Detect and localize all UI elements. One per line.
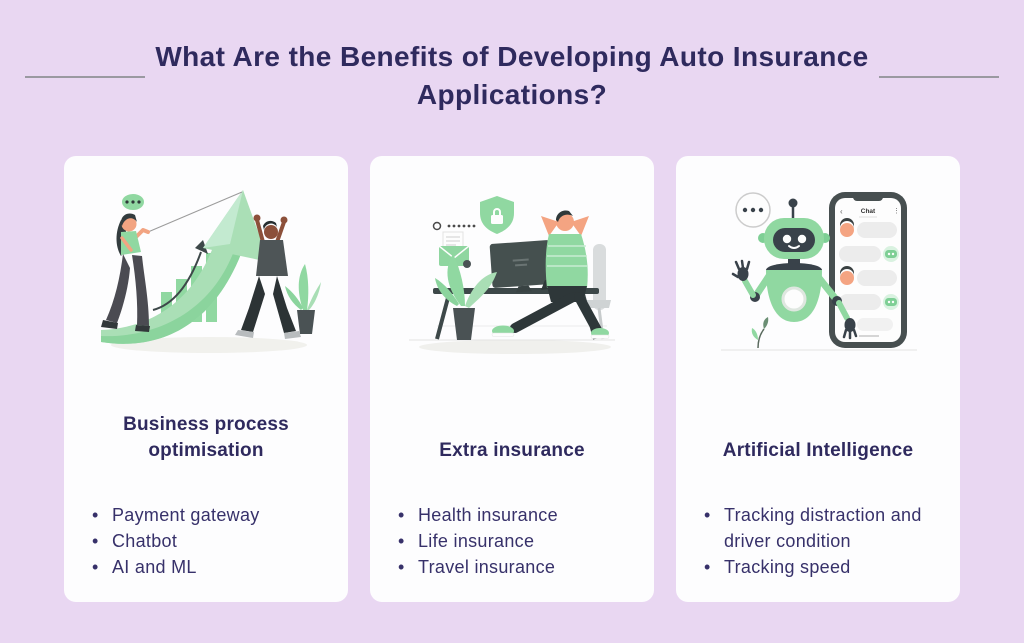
chat-bubble — [857, 222, 897, 238]
relaxing-man-figure — [491, 210, 610, 339]
chat-bubble — [839, 294, 881, 310]
secure-desk-illustration-svg — [409, 196, 615, 354]
card-heading: Extra insurance — [439, 439, 585, 461]
chat-bubble — [857, 318, 893, 331]
list-item: Chatbot — [88, 528, 324, 554]
list-item: Life insurance — [394, 528, 630, 554]
list-item: AI and ML — [88, 554, 324, 580]
envelope-document-icon — [438, 231, 471, 268]
rope-line — [147, 191, 243, 233]
plant-icon — [285, 264, 321, 334]
list-item: Health insurance — [394, 502, 630, 528]
chat-bubble — [839, 246, 881, 262]
card-extra-insurance: Extra insurance Health insurance Life in… — [370, 156, 654, 602]
chat-phone-icon: ‹ Chat ⋮ — [829, 192, 907, 348]
card-bullet-list: Tracking distraction and driver conditio… — [700, 502, 936, 580]
card-business-process: Business process optimisation Payment ga… — [64, 156, 348, 602]
list-item: Payment gateway — [88, 502, 324, 528]
back-icon: ‹ — [840, 207, 843, 216]
waving-hand-icon — [731, 259, 751, 281]
man-pushing-figure — [235, 214, 301, 339]
list-item: Tracking distraction and driver conditio… — [700, 502, 936, 554]
list-item: Tracking speed — [700, 554, 936, 580]
page-title: What Are the Benefits of Developing Auto… — [155, 41, 869, 110]
list-item: Travel insurance — [394, 554, 630, 580]
benefit-cards: Business process optimisation Payment ga… — [64, 156, 960, 602]
shield-lock-icon — [480, 196, 514, 234]
card-bullet-list: Health insurance Life insurance Travel i… — [394, 502, 630, 580]
card-heading: Business process optimisation — [123, 413, 289, 461]
card-bullet-list: Payment gateway Chatbot AI and ML — [88, 502, 324, 580]
password-dots-icon — [432, 221, 476, 231]
secure-desk-illustration — [394, 156, 630, 386]
chatbot-illustration: ‹ Chat ⋮ — [700, 156, 936, 386]
chat-bubble — [857, 270, 897, 286]
robot-icon — [731, 192, 858, 340]
growth-arrow-icon — [101, 190, 269, 344]
kebab-menu-icon: ⋮ — [893, 208, 900, 215]
chatbot-illustration-svg: ‹ Chat ⋮ — [721, 192, 917, 351]
title-rule-right — [879, 76, 999, 78]
monitor-icon — [489, 240, 553, 293]
user-avatar — [840, 223, 854, 237]
user-avatar — [840, 271, 854, 285]
chat-title: Chat — [861, 208, 876, 215]
growth-arrow-illustration-svg — [101, 190, 321, 353]
plant-icon — [435, 254, 497, 340]
robot-hand-icon — [842, 318, 858, 340]
woman-pulling-figure — [101, 192, 150, 332]
growth-arrow-illustration — [88, 156, 324, 386]
card-artificial-intelligence: ‹ Chat ⋮ — [676, 156, 960, 602]
card-heading: Artificial Intelligence — [722, 439, 914, 461]
title-rule-left — [25, 76, 145, 78]
sprout-icon — [751, 317, 769, 349]
